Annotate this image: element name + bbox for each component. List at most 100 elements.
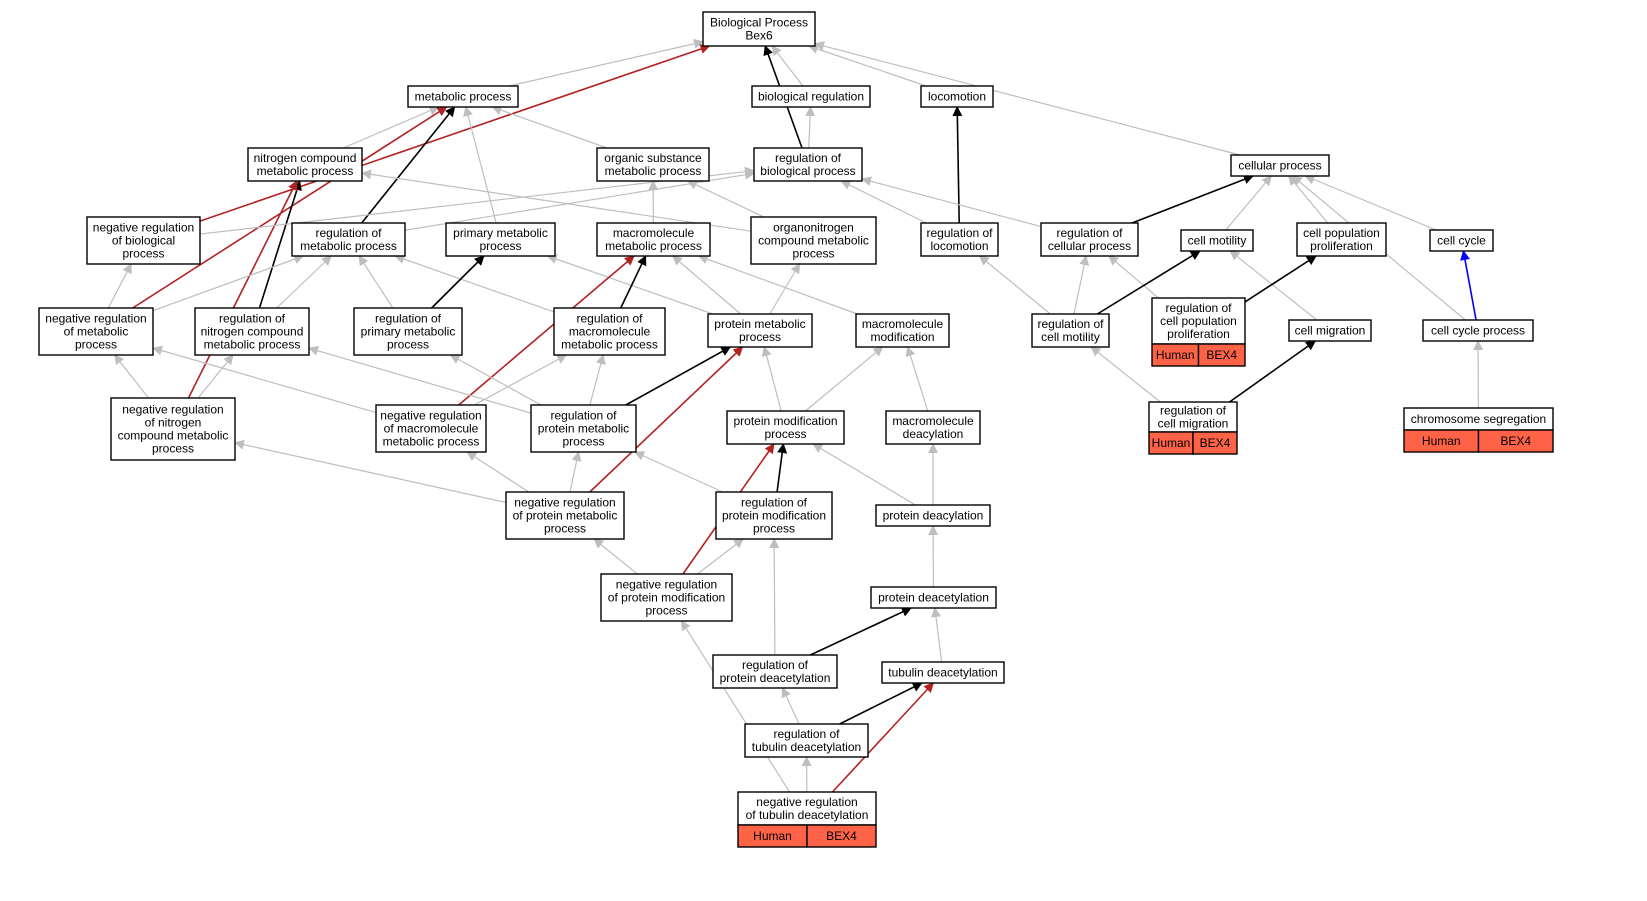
- node-box: [38, 307, 154, 356]
- node-label-line: macromolecule: [892, 414, 974, 428]
- node-box: [596, 222, 711, 257]
- node-label-line: biological process: [760, 164, 855, 178]
- edge-is-a-regmotility-to-regcell: [1073, 255, 1090, 315]
- node-label-line: process: [792, 247, 834, 261]
- go-term-node-motility[interactable]: cell motility: [1180, 229, 1254, 252]
- node-label-line: protein metabolic: [538, 422, 629, 436]
- node-box: [715, 491, 833, 540]
- go-term-node-cycleproc[interactable]: cell cycle process: [1422, 319, 1534, 342]
- node-label-line: cell migration: [1295, 324, 1366, 338]
- node-label-line: locomotion: [930, 239, 988, 253]
- node-box: [712, 654, 838, 689]
- edge-is-a-protmet-to-primary: [546, 254, 714, 315]
- node-label-line: process: [122, 247, 164, 261]
- node-box: [702, 11, 816, 47]
- go-term-node-cellular[interactable]: cellular process: [1230, 154, 1330, 177]
- node-label-line: process: [645, 604, 687, 618]
- node-label-line: regulation of: [1160, 404, 1227, 418]
- go-term-node-metabolic[interactable]: metabolic process: [407, 85, 519, 108]
- node-box: [1230, 154, 1330, 177]
- node-label-line: regulation of: [219, 312, 286, 326]
- node-label-line: Biological Process: [710, 16, 808, 30]
- node-box: [247, 147, 363, 182]
- node-label-line: compound metabolic: [758, 234, 869, 248]
- go-term-node-tubdeacet[interactable]: tubulin deacetylation: [881, 661, 1005, 684]
- node-label-line: of metabolic: [64, 325, 129, 339]
- edge-is-a-regmacro-to-regmet: [394, 254, 555, 313]
- go-term-node-migration[interactable]: cell migration: [1288, 319, 1372, 342]
- edge-regulates-regprimary-to-primary: [431, 255, 485, 309]
- edge-regulates-regprotmod-to-protmod: [776, 443, 788, 493]
- gene-tag-label: BEX4: [1206, 348, 1237, 362]
- edge-is-a-migration-to-motility: [1229, 250, 1318, 321]
- node-box: [920, 222, 999, 257]
- node-label-line: process: [479, 239, 521, 253]
- node-label-line: protein modification: [733, 414, 837, 428]
- node-label-line: chromosome segregation: [1411, 412, 1546, 426]
- go-term-node-bioreg[interactable]: biological regulation: [751, 85, 871, 108]
- node-label-line: of biological: [112, 234, 175, 248]
- node-label-line: negative regulation: [122, 403, 223, 417]
- node-label-line: deacylation: [903, 427, 964, 441]
- node-box: [1296, 222, 1387, 257]
- node-label-line: metabolic process: [257, 164, 354, 178]
- node-box: [1429, 229, 1494, 252]
- edge-is-a-regprimary-to-regmet: [358, 255, 394, 309]
- node-label-line: biological regulation: [758, 90, 864, 104]
- node-label-line: tubulin deacetylation: [888, 666, 997, 680]
- go-term-node-protdeacet[interactable]: protein deacetylation: [870, 586, 997, 609]
- node-label-line: nitrogen compound: [254, 151, 357, 165]
- node-box: [407, 85, 519, 108]
- edge-is-a-protdeacyl-to-protmod: [812, 443, 916, 506]
- edge-part-of-cycleproc-to-cellcycle: [1460, 250, 1477, 321]
- node-box: [1040, 222, 1139, 257]
- node-box: [86, 216, 201, 265]
- node-label-line: protein deacylation: [883, 509, 984, 523]
- node-label-line: metabolic process: [415, 90, 512, 104]
- edge-is-a-negregtubdeacet-to-negregprotmod: [680, 620, 791, 793]
- node-box: [744, 723, 869, 758]
- go-term-node-protdeacyl[interactable]: protein deacylation: [875, 504, 991, 527]
- edge-is-a-regprotmet-to-regmacro: [589, 354, 606, 406]
- node-label-line: negative regulation: [756, 795, 857, 809]
- edge-negatively-regulates-negregtubdeacet-to-tubdeacet: [831, 682, 934, 793]
- edge-is-a-organonitro-to-organic: [686, 180, 765, 218]
- edge-is-a-metabolic-to-bp: [508, 38, 704, 87]
- edge-regulates-regprotdeacet-to-protdeacet: [810, 607, 912, 656]
- go-term-node-cellcycle[interactable]: cell cycle: [1429, 229, 1494, 252]
- go-term-node-locomotion[interactable]: locomotion: [920, 85, 994, 108]
